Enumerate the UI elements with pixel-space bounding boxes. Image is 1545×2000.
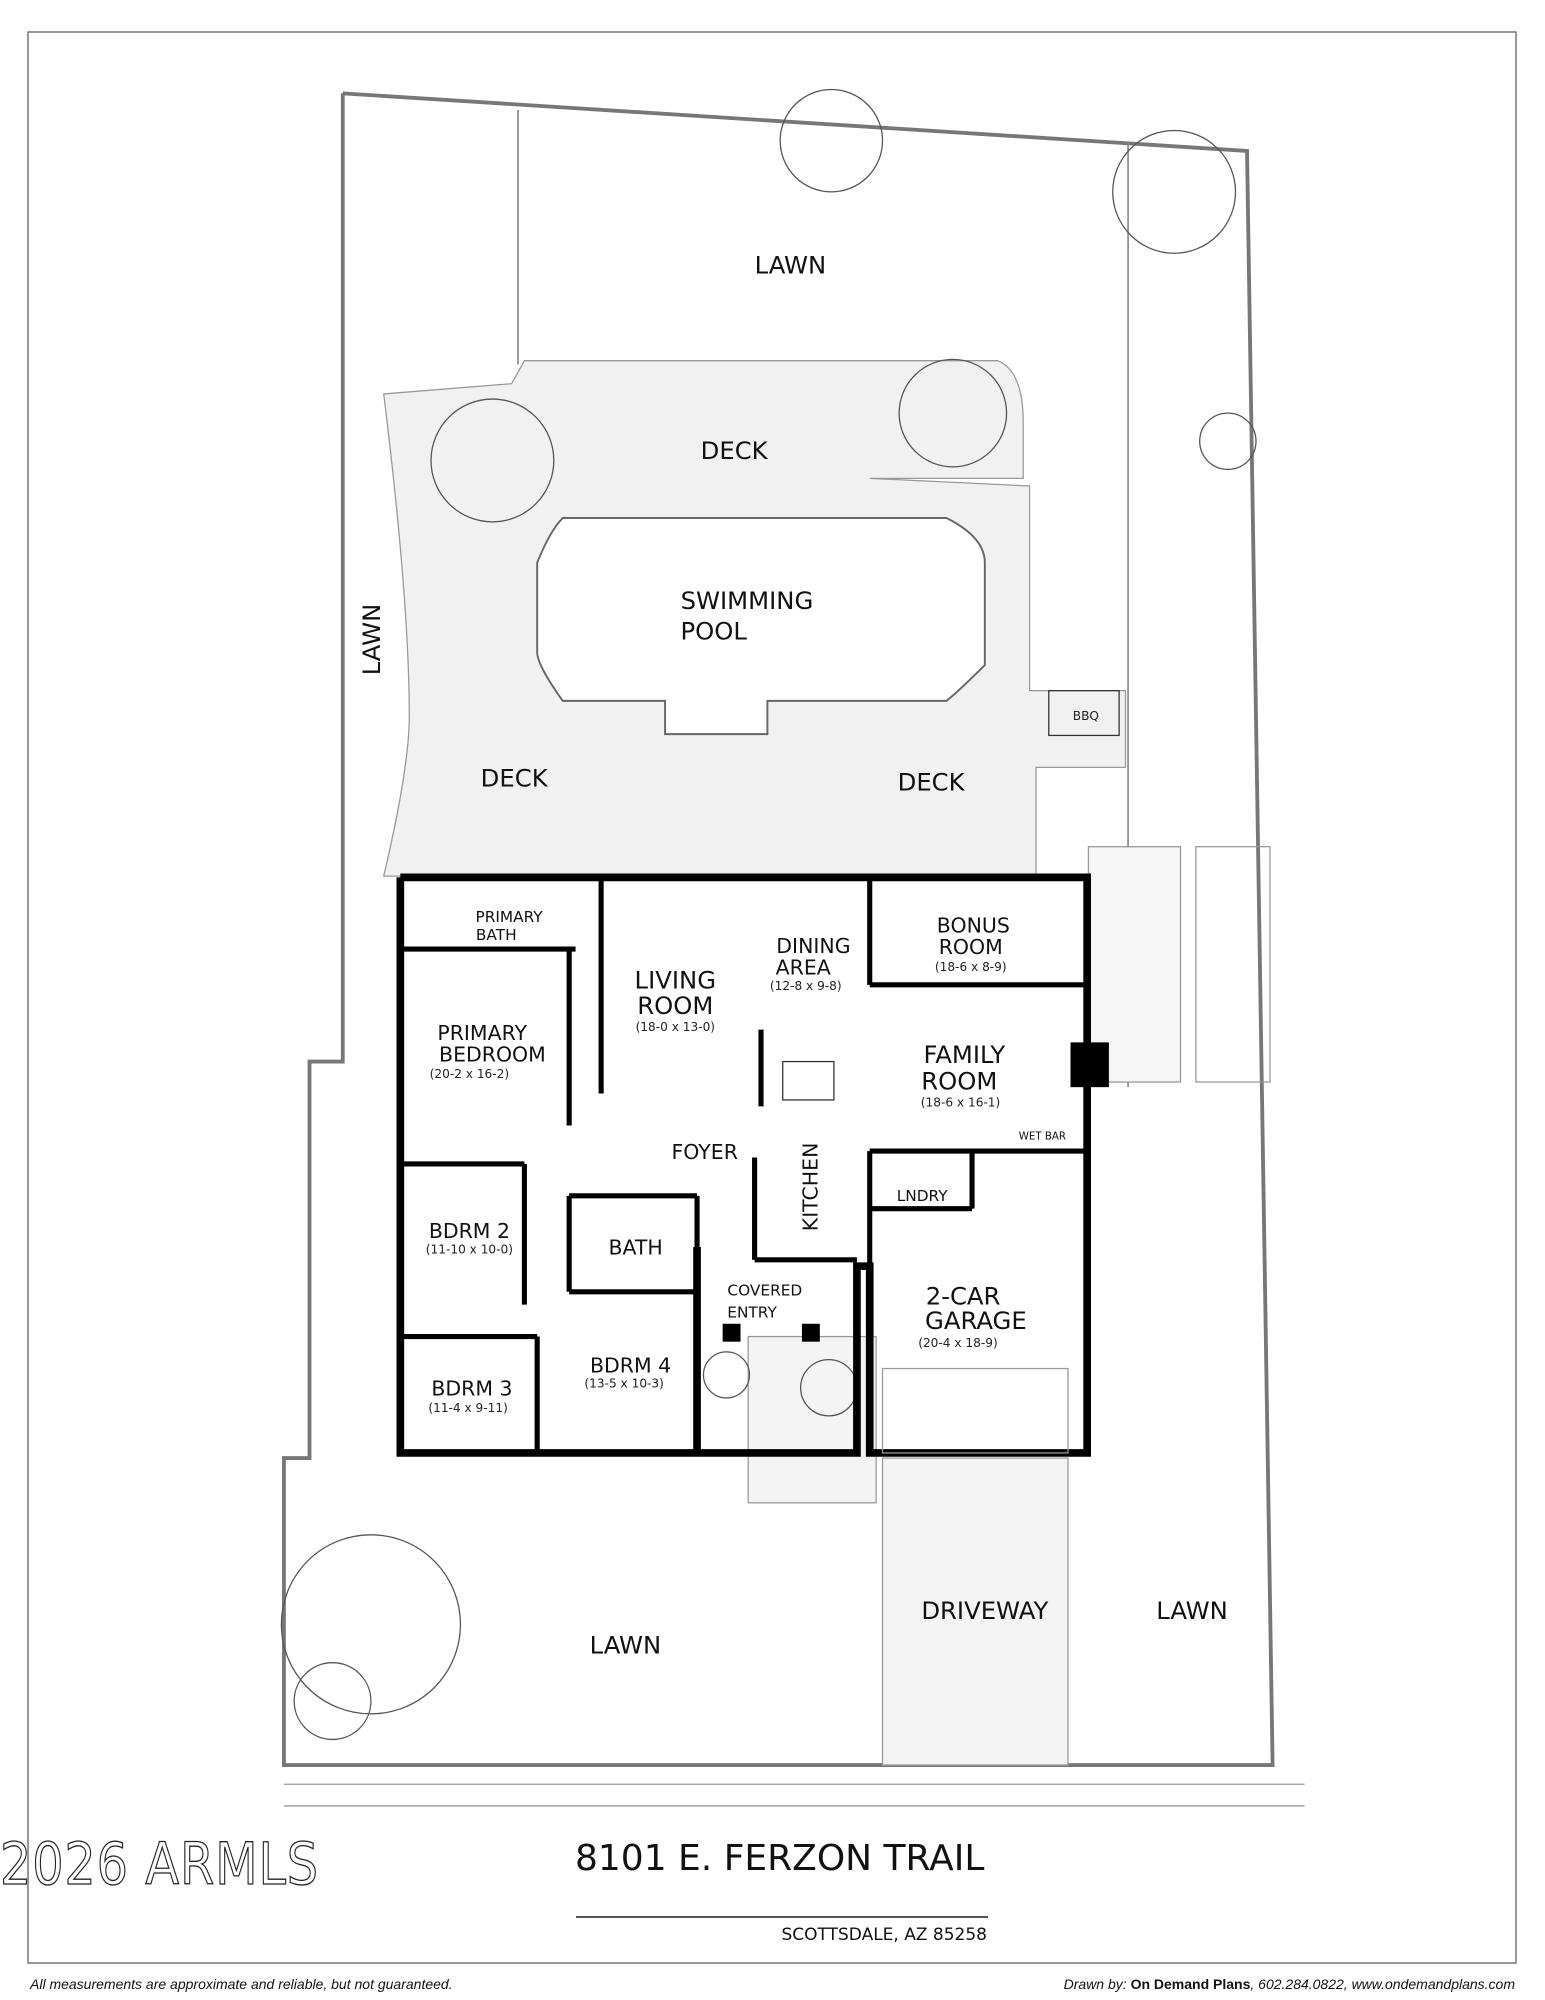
drawn-by-company: On Demand Plans (1130, 1976, 1251, 1992)
room-name: BDRM 4 (590, 1353, 671, 1377)
room-dimensions: (20-4 x 18-9) (918, 1336, 997, 1350)
label-foyer: FOYER (672, 1140, 738, 1164)
room-bonus-room: BONUS ROOM (18-6 x 8-9) (935, 913, 1010, 973)
room-family-room: FAMILY ROOM (18-6 x 16-1) (921, 1040, 1006, 1109)
room-name-2: ROOM (939, 935, 1003, 959)
room-dimensions: (18-6 x 16-1) (921, 1095, 1000, 1109)
room-dimensions: (11-4 x 9-11) (428, 1401, 507, 1415)
label-deck-right: DECK (898, 767, 966, 796)
property-line (282, 91, 1275, 1767)
room-covered-entry: COVERED ENTRY (727, 1282, 802, 1322)
drawn-by-contact: , 602.284.0822, www.ondemandplans.com (1250, 1976, 1515, 1992)
page-frame (27, 31, 1517, 1964)
room-name-2: BATH (476, 926, 517, 944)
driveway-area (881, 1457, 1069, 1766)
room-name: DINING (776, 934, 850, 958)
room-name: COVERED (727, 1282, 802, 1300)
bbq-counter (1048, 690, 1120, 737)
room-living-room: LIVING ROOM (18-0 x 13-0) (635, 966, 716, 1034)
tree-icon (280, 88, 1257, 1741)
column (722, 1323, 741, 1342)
column-2 (801, 1323, 820, 1342)
room-primary-bath: PRIMARY BATH (475, 908, 543, 944)
house-wall (396, 873, 1091, 1457)
room-bdrm-2: BDRM 2 (11-10 x 10-0) (426, 1219, 513, 1256)
swimming-pool (536, 517, 986, 736)
planter (1195, 846, 1271, 1083)
room-dimensions: (11-10 x 10-0) (426, 1242, 513, 1256)
label-pool-1: SWIMMING (681, 586, 814, 615)
watermark: 2026 ARMLS (0, 1829, 319, 1898)
room-dimensions: (13-5 x 10-3) (584, 1377, 663, 1391)
room-dimensions: (20-2 x 16-2) (430, 1067, 509, 1081)
room-name: BDRM 3 (431, 1376, 512, 1400)
interior-walls (400, 877, 1088, 1453)
drawn-by-label: Drawn by: (1063, 1976, 1127, 1992)
label-kitchen: KITCHEN (798, 1143, 822, 1232)
room-garage: 2-CAR GARAGE (20-4 x 18-9) (918, 1282, 1027, 1350)
disclaimer: All measurements are approximate and rel… (30, 1976, 453, 1992)
label-laundry: LNDRY (897, 1187, 948, 1205)
room-name: LIVING (635, 966, 716, 995)
room-name: BDRM 2 (429, 1219, 510, 1243)
label-bbq: BBQ (1073, 709, 1099, 723)
fireplace (1070, 1042, 1109, 1088)
room-name: FAMILY (924, 1040, 1006, 1069)
room-name: PRIMARY (437, 1021, 527, 1045)
room-name: BONUS (937, 913, 1010, 937)
room-name-2: ROOM (921, 1067, 997, 1096)
label-lawn-side: LAWN (357, 604, 386, 676)
room-primary-bedroom: PRIMARY BEDROOM (20-2 x 16-2) (430, 1021, 546, 1081)
label-bath: BATH (609, 1236, 663, 1260)
address-city: SCOTTSDALE, AZ 85258 (781, 1925, 987, 1945)
room-name: 2-CAR (926, 1282, 1001, 1311)
room-name-2: GARAGE (925, 1306, 1027, 1335)
room-dimensions: (18-6 x 8-9) (935, 960, 1007, 974)
room-name-2: AREA (776, 956, 831, 980)
label-lawn-front: LAWN (590, 1631, 662, 1660)
room-dining-area: DINING AREA (12-8 x 9-8) (770, 934, 851, 993)
room-name-2: BEDROOM (439, 1043, 546, 1067)
label-driveway: DRIVEWAY (921, 1596, 1048, 1625)
title-underline (576, 1916, 988, 1918)
room-dimensions: (12-8 x 9-8) (770, 979, 842, 993)
room-name-2: ROOM (637, 991, 713, 1020)
room-dimensions: (18-0 x 13-0) (636, 1020, 715, 1034)
label-deck-top: DECK (701, 436, 769, 465)
label-lawn-front-right: LAWN (1156, 1596, 1228, 1625)
address-title: 8101 E. FERZON TRAIL (575, 1838, 985, 1879)
label-deck-left: DECK (481, 764, 549, 793)
room-bdrm-4: BDRM 4 (13-5 x 10-3) (584, 1353, 671, 1390)
drawn-by: Drawn by: On Demand Plans, 602.284.0822,… (1064, 1976, 1515, 1992)
garage-parking-outline (881, 1367, 1069, 1454)
label-wet-bar: WET BAR (1019, 1132, 1066, 1143)
room-name: PRIMARY (475, 908, 543, 926)
room-bdrm-3: BDRM 3 (11-4 x 9-11) (428, 1376, 512, 1415)
label-pool-2: POOL (680, 617, 747, 646)
kitchen-island (782, 1060, 835, 1101)
label-lawn-back: LAWN (755, 251, 827, 280)
room-name-2: ENTRY (727, 1303, 777, 1321)
